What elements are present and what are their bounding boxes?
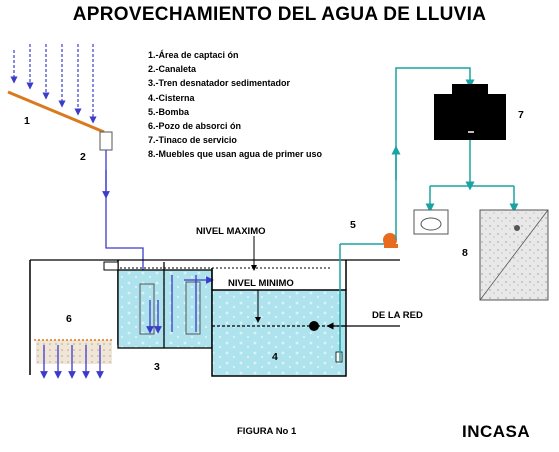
pump-and-riser	[339, 67, 475, 362]
diagram-title: APROVECHAMIENTO DEL AGUA DE LLUVIA	[72, 4, 487, 25]
label-number-6: 6	[66, 313, 72, 325]
label-number-3: 3	[154, 361, 160, 373]
label-number-7: 7	[518, 109, 524, 121]
rain-arrows	[10, 44, 97, 124]
label-de-la-red: DE LA RED	[372, 310, 423, 321]
legend-item-3: 3.-Tren desnatador sedimentador	[148, 78, 291, 89]
label-number-4: 4	[272, 351, 278, 363]
service-tank	[425, 84, 519, 213]
absorption-well	[29, 260, 119, 379]
label-number-5: 5	[350, 219, 356, 231]
sedimentation-train	[103, 261, 214, 349]
label-number-1: 1	[24, 115, 30, 127]
figure-caption: FIGURA No 1	[237, 426, 297, 437]
legend-item-7: 7.-Tinaco de servicio	[148, 135, 237, 146]
label-number-8: 8	[462, 247, 468, 259]
legend-item-2: 2.-Canaleta	[148, 64, 197, 75]
legend-item-4: 4.-Cisterna	[148, 92, 195, 103]
fixtures	[413, 209, 549, 301]
catchment-roof	[7, 90, 105, 134]
label-nivel-minimo: NIVEL MINIMO	[228, 278, 294, 289]
legend-item-1: 1.-Área de captaci ón	[148, 50, 239, 60]
legend-list: 1.-Área de captaci ón 2.-Canaleta 3.-Tre…	[148, 48, 322, 162]
label-number-2: 2	[80, 151, 86, 163]
cistern	[211, 260, 347, 377]
legend-item-8: 8.-Muebles que usan agua de primer uso	[148, 149, 323, 160]
label-nivel-maximo: NIVEL MAXIMO	[196, 226, 266, 237]
brand-label: INCASA	[462, 422, 531, 441]
legend-item-6: 6.-Pozo de absorci ón	[148, 121, 242, 132]
legend-item-5: 5.-Bomba	[148, 106, 190, 117]
gutter	[99, 131, 113, 151]
